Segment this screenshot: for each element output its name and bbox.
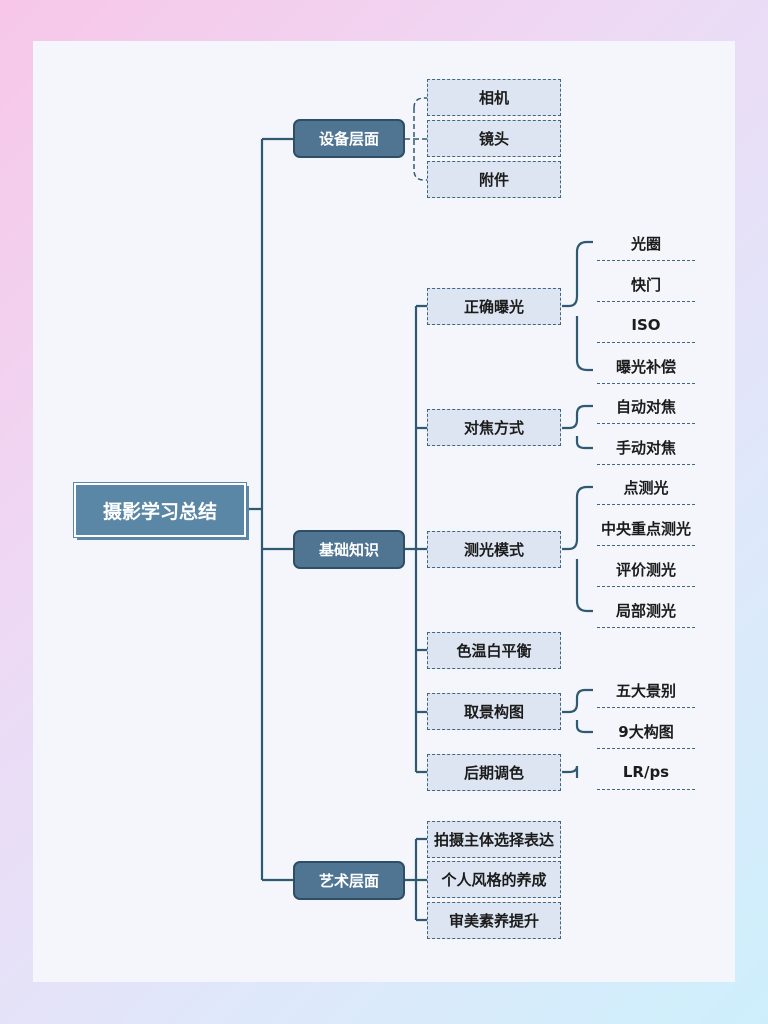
node-label: 相机 <box>478 89 509 107</box>
connector-basic-trunk <box>405 304 427 774</box>
node-metering-mode[interactable]: 测光模式 <box>427 531 561 568</box>
branch-art[interactable]: 艺术层面 <box>293 861 405 900</box>
leaf-center-weighted-metering[interactable]: 中央重点测光 <box>597 511 695 546</box>
node-accessory[interactable]: 附件 <box>427 161 561 198</box>
leaf-lr-ps[interactable]: LR/ps <box>597 755 695 790</box>
leaf-label: 9大构图 <box>618 722 674 741</box>
brace-metering <box>562 485 593 613</box>
leaf-label: 局部测光 <box>615 601 676 620</box>
leaf-label: 自动对焦 <box>615 397 676 416</box>
leaf-manual-focus[interactable]: 手动对焦 <box>597 430 695 465</box>
node-personal-style[interactable]: 个人风格的养成 <box>427 861 561 898</box>
branch-label: 设备层面 <box>318 130 379 148</box>
branch-basics[interactable]: 基础知识 <box>293 530 405 569</box>
node-label: 色温白平衡 <box>456 642 532 660</box>
branch-label: 基础知识 <box>318 541 379 559</box>
node-label: 正确曝光 <box>463 298 524 316</box>
leaf-label: 手动对焦 <box>615 438 676 457</box>
leaf-nine-compositions[interactable]: 9大构图 <box>597 714 695 749</box>
node-label: 测光模式 <box>463 541 524 559</box>
leaf-autofocus[interactable]: 自动对焦 <box>597 389 695 424</box>
node-subject-expression[interactable]: 拍摄主体选择表达 <box>427 821 561 858</box>
node-label: 拍摄主体选择表达 <box>433 831 554 849</box>
leaf-label: 快门 <box>630 275 661 294</box>
leaf-aperture[interactable]: 光圈 <box>597 226 695 261</box>
node-post-processing[interactable]: 后期调色 <box>427 754 561 791</box>
root-node[interactable]: 摄影学习总结 <box>74 483 246 537</box>
leaf-label: 五大景别 <box>615 681 676 700</box>
connector-art-trunk <box>405 837 427 922</box>
root-title: 摄影学习总结 <box>102 500 217 523</box>
connector-root-trunk <box>246 137 293 882</box>
node-label: 镜头 <box>478 130 509 148</box>
node-label: 后期调色 <box>463 764 524 782</box>
branch-label: 艺术层面 <box>318 872 379 890</box>
leaf-label: 曝光补偿 <box>615 357 676 376</box>
leaf-label: 光圈 <box>630 234 661 253</box>
node-camera[interactable]: 相机 <box>427 79 561 116</box>
node-exposure[interactable]: 正确曝光 <box>427 288 561 325</box>
leaf-spot-metering[interactable]: 点测光 <box>597 470 695 505</box>
node-label: 取景构图 <box>463 703 524 721</box>
leaf-label: 点测光 <box>623 478 669 497</box>
leaf-label: ISO <box>631 316 661 334</box>
brace-framing <box>562 688 593 734</box>
brace-focus <box>562 404 593 450</box>
leaf-label: 中央重点测光 <box>600 519 691 538</box>
node-framing[interactable]: 取景构图 <box>427 693 561 730</box>
leaf-five-shot-sizes[interactable]: 五大景别 <box>597 673 695 708</box>
leaf-evaluative-metering[interactable]: 评价测光 <box>597 552 695 587</box>
leaf-shutter[interactable]: 快门 <box>597 267 695 302</box>
brace-post <box>562 765 579 778</box>
node-aesthetics[interactable]: 审美素养提升 <box>427 902 561 939</box>
node-label: 对焦方式 <box>463 419 524 437</box>
leaf-exposure-compensation[interactable]: 曝光补偿 <box>597 349 695 384</box>
leaf-partial-metering[interactable]: 局部测光 <box>597 593 695 628</box>
branch-equipment[interactable]: 设备层面 <box>293 119 405 158</box>
node-label: 审美素养提升 <box>448 912 539 930</box>
leaf-iso[interactable]: ISO <box>597 308 695 343</box>
node-label: 个人风格的养成 <box>441 871 547 889</box>
node-focus-mode[interactable]: 对焦方式 <box>427 409 561 446</box>
node-lens[interactable]: 镜头 <box>427 120 561 157</box>
node-label: 附件 <box>478 171 509 189</box>
node-white-balance[interactable]: 色温白平衡 <box>427 632 561 669</box>
leaf-label: LR/ps <box>622 763 670 781</box>
brace-equipment <box>405 97 427 181</box>
brace-exposure <box>562 240 593 372</box>
leaf-label: 评价测光 <box>615 560 676 579</box>
